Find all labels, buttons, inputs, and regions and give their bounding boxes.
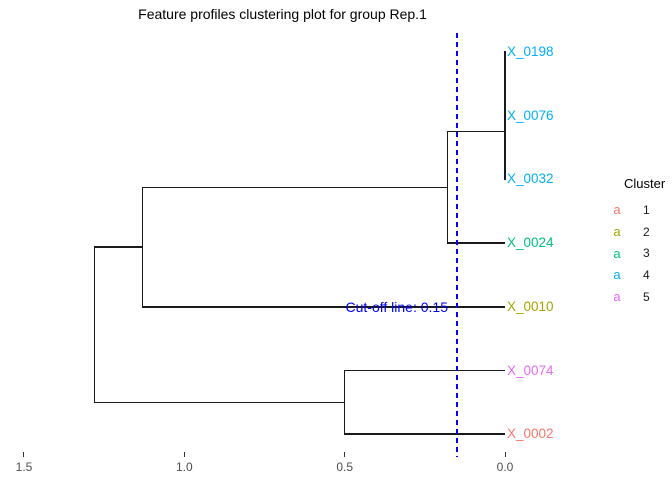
leaf-label-X_0076: X_0076 [507,107,554,123]
cut-off-label: Cut-off line: 0.15 [345,299,448,315]
dendrogram-branch-segment [447,130,505,133]
leaf-label-X_0074: X_0074 [507,362,554,378]
legend-entry-label: 2 [643,224,650,239]
leaf-label-X_0198: X_0198 [507,44,554,59]
dendrogram-branch-segment [142,306,505,308]
legend-key-glyph: a [613,202,621,218]
dendrogram-branch-segment [94,401,345,404]
cut-off-line [455,33,458,457]
dendrogram-branch-segment [343,369,346,435]
leaf-label-X_0010: X_0010 [507,298,554,314]
legend-key-glyph: a [613,224,621,240]
legend-entry-label: 4 [643,267,650,282]
legend-key-glyph: a [613,289,621,305]
dendrogram-branch-segment [344,369,505,372]
dendrogram-branch-segment [142,186,448,189]
legend-key-glyph: a [613,245,621,261]
dendrogram-branch-segment [344,433,505,435]
axis-tick [504,452,506,457]
axis-tick [183,452,185,457]
leaf-label-X_0002: X_0002 [507,426,554,442]
dendrogram-branch-segment [447,242,505,244]
dendrogram-branch-segment [94,246,143,248]
leaf-label-X_0024: X_0024 [507,235,554,251]
dendrogram-branch-segment [446,130,449,244]
legend-entry-label: 5 [643,289,650,304]
axis-tick-label: 0.0 [496,460,514,474]
legend-title: Cluster [624,176,666,191]
page-title: Feature profiles clustering plot for gro… [138,6,427,22]
axis-tick-label: 0.5 [336,460,353,474]
axis-tick [344,452,346,457]
axis-tick [23,452,25,457]
dendrogram-branch-segment [141,186,144,308]
legend-key-glyph: a [613,267,621,283]
axis-tick-label: 1.5 [15,460,33,474]
legend-entry-label: 1 [643,202,650,217]
dendrogram-branch-segment [93,246,96,404]
legend-entry-label: 3 [643,246,650,261]
leaf-label-X_0032: X_0032 [507,171,554,187]
dendrogram-branch-segment [504,83,506,181]
axis-tick-label: 1.0 [175,460,193,474]
